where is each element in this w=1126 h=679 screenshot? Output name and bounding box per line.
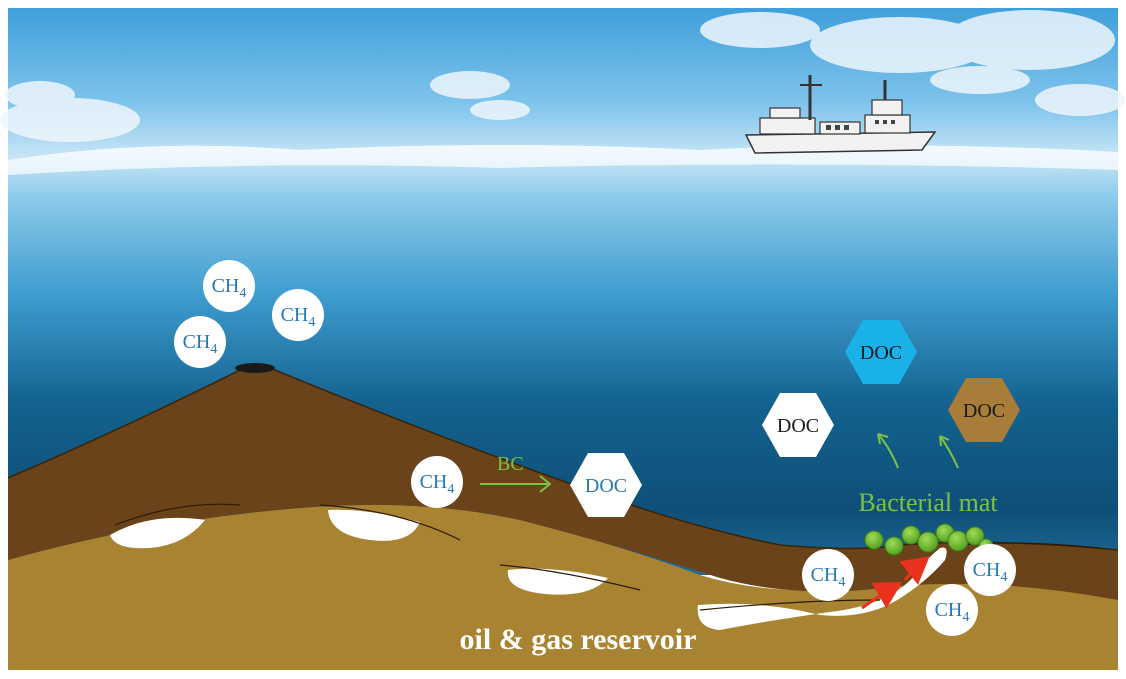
- ch4-text: CH: [420, 471, 448, 493]
- svg-text:CH4: CH4: [935, 599, 970, 625]
- doc-hexagon: DOC: [845, 320, 917, 384]
- ch4-sub: 4: [308, 315, 315, 330]
- vent-crater: [235, 363, 275, 373]
- doc-hexagon: DOC: [570, 453, 642, 517]
- svg-text:CH4: CH4: [183, 331, 218, 357]
- svg-text:CH4: CH4: [973, 559, 1008, 585]
- svg-text:CH4: CH4: [212, 275, 247, 301]
- sea-surface: [8, 145, 1118, 175]
- ch4-sub: 4: [962, 610, 969, 625]
- hydrate-deposits: [110, 509, 947, 630]
- svg-text:CH4: CH4: [281, 304, 316, 330]
- svg-text:CH4: CH4: [811, 564, 846, 590]
- transport-arrow: [861, 556, 930, 610]
- doc-label: DOC: [860, 342, 902, 364]
- ch4-text: CH: [183, 331, 211, 353]
- bc-label: BC: [497, 453, 524, 475]
- methane-bubble: CH4: [802, 549, 854, 601]
- fracture-lines: [114, 503, 1101, 611]
- methane-bubble: CH4: [411, 456, 463, 508]
- ch4-text: CH: [973, 559, 1001, 581]
- ch4-text: CH: [281, 304, 309, 326]
- methane-bubble: CH4: [272, 289, 324, 341]
- methane-bubble: CH4: [964, 544, 1016, 596]
- doc-label: DOC: [963, 400, 1005, 422]
- methane-bubble: CH4: [926, 584, 978, 636]
- ch4-sub: 4: [1000, 570, 1007, 585]
- bacteria-cluster: [864, 523, 994, 556]
- ch4-sub: 4: [838, 575, 845, 590]
- ch4-sub: 4: [239, 286, 246, 301]
- ch4-text: CH: [811, 564, 839, 586]
- ch4-text: CH: [935, 599, 963, 621]
- clouds: [0, 10, 1125, 142]
- doc-release-arrows: [877, 433, 959, 469]
- doc-label: DOC: [585, 475, 627, 497]
- bc-arrow: [480, 475, 552, 493]
- methane-bubble: CH4: [203, 260, 255, 312]
- reservoir-label: oil & gas reservoir: [460, 623, 697, 656]
- doc-hexagon: DOC: [762, 393, 834, 457]
- ch4-text: CH: [212, 275, 240, 297]
- methane-bubble: CH4: [174, 316, 226, 368]
- svg-text:CH4: CH4: [420, 471, 455, 497]
- seafloor-ridge: [8, 365, 1118, 600]
- doc-hexagon: DOC: [948, 378, 1020, 442]
- doc-label: DOC: [777, 415, 819, 437]
- ch4-sub: 4: [210, 342, 217, 357]
- bacterial-mat-label: Bacterial mat: [858, 488, 998, 517]
- ship-icon: [744, 75, 937, 154]
- ch4-sub: 4: [447, 482, 454, 497]
